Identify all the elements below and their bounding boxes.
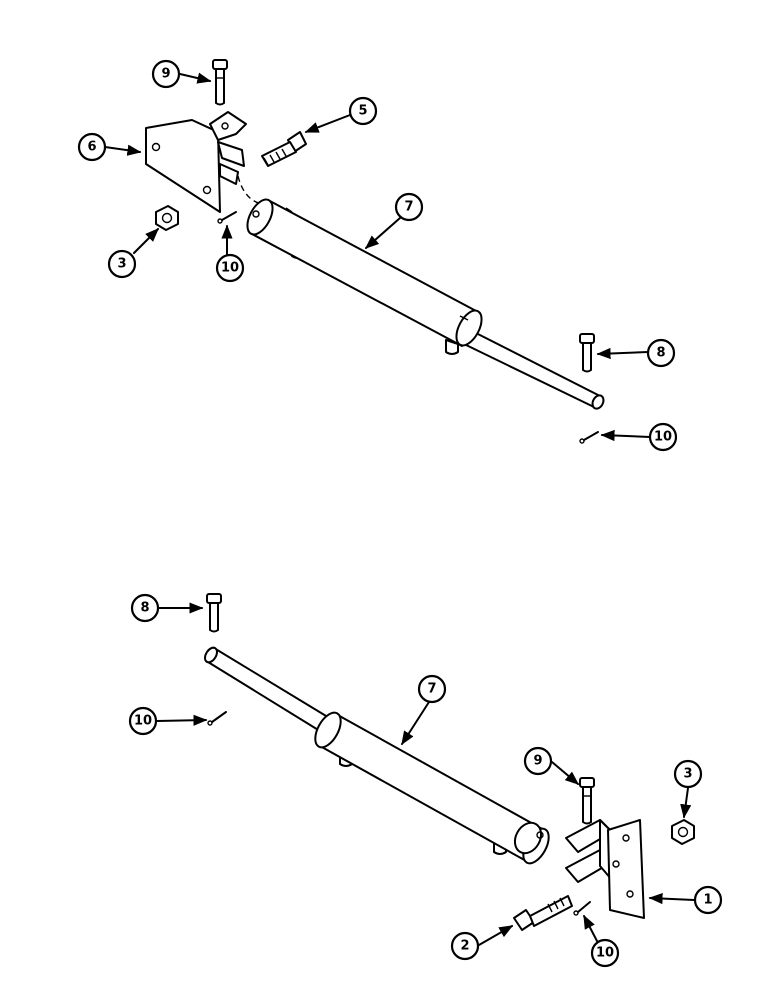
pin-8-top	[579, 333, 595, 373]
cotter-pin-10-top-b	[579, 431, 599, 444]
bolt-9-bottom	[579, 777, 595, 825]
callout-10-bottom-a: 10	[128, 706, 158, 736]
callout-label: 10	[654, 430, 672, 445]
callout-1-bottom: 1	[693, 885, 723, 915]
bolt-5	[261, 131, 307, 167]
cylinder-7-top	[246, 198, 605, 410]
cotter-pin-10-bottom-b	[573, 901, 591, 916]
callout-label: 7	[427, 682, 436, 697]
callout-label: 2	[460, 939, 469, 954]
callout-label: 5	[358, 104, 367, 119]
callout-label: 3	[117, 257, 126, 272]
callout-label: 8	[656, 346, 665, 361]
nut-3-bottom	[671, 819, 695, 845]
bracket-6	[145, 111, 247, 213]
callout-9-bottom: 9	[523, 746, 553, 776]
callout-3-top: 3	[107, 249, 137, 279]
callout-6-top: 6	[77, 132, 107, 162]
callout-3-bottom: 3	[673, 759, 703, 789]
callout-label: 9	[533, 754, 542, 769]
callout-label: 9	[161, 67, 170, 82]
callout-5-top: 5	[348, 96, 378, 126]
callout-7-bottom: 7	[417, 674, 447, 704]
callout-label: 7	[404, 200, 413, 215]
callout-7-top: 7	[394, 192, 424, 222]
callout-label: 10	[221, 261, 239, 276]
bolt-9-top	[212, 59, 228, 106]
callout-label: 6	[87, 140, 96, 155]
bracket-1	[565, 819, 645, 919]
callout-label: 10	[596, 946, 614, 961]
callout-label: 3	[683, 767, 692, 782]
pin-8-bottom	[206, 593, 222, 633]
callout-2-bottom: 2	[450, 931, 480, 961]
callout-8-top: 8	[646, 338, 676, 368]
callout-10-bottom-b: 10	[590, 938, 620, 968]
callout-8-bottom: 8	[130, 593, 160, 623]
cotter-pin-10-bottom-a	[207, 711, 227, 726]
callout-9-top: 9	[151, 59, 181, 89]
cylinder-7-bottom	[204, 646, 550, 865]
callout-10-top-a: 10	[215, 253, 245, 283]
callout-label: 10	[134, 714, 152, 729]
callout-label: 8	[140, 601, 149, 616]
nut-3-top	[155, 205, 179, 231]
callout-label: 1	[703, 893, 712, 908]
cotter-pin-10-top-a	[217, 211, 237, 224]
bolt-2	[513, 895, 573, 931]
callout-10-top-b: 10	[648, 422, 678, 452]
